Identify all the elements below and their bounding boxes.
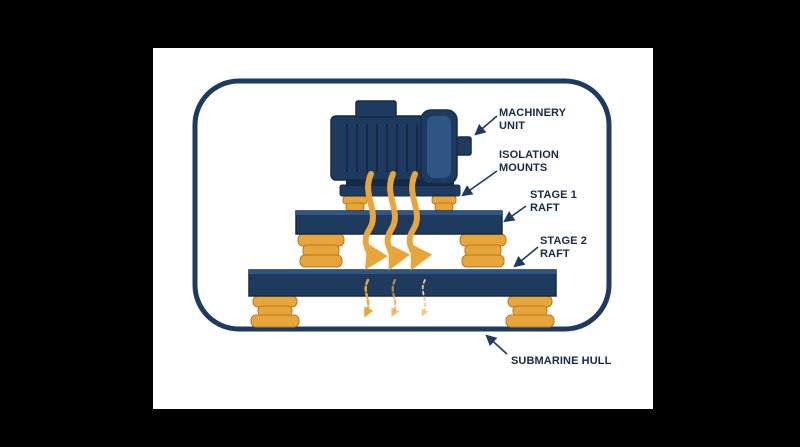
isolation-mount-left — [342, 195, 368, 212]
leader-stage2 — [513, 246, 539, 268]
vibration-arrow-3 — [406, 171, 433, 271]
label-hull-line1: SUBMARINE HULL — [511, 355, 612, 367]
label-machinery-line2: UNIT — [499, 120, 526, 132]
isolation-mount-right — [431, 195, 457, 212]
label-mounts-line2: MOUNTS — [499, 162, 548, 174]
vibration-arrow-1 — [362, 171, 388, 271]
vibration-arrows — [362, 171, 433, 271]
leader-stage1 — [503, 205, 527, 223]
stage-2-raft — [248, 269, 557, 297]
bottom-mount-left — [250, 295, 300, 328]
label-stage2-line1: STAGE 2 — [540, 235, 587, 247]
vibration-arrow-2 — [384, 171, 411, 271]
middle-mount-right — [459, 233, 507, 268]
label-stage2-line2: RAFT — [540, 248, 570, 260]
leader-mounts — [461, 170, 498, 197]
machinery-unit — [330, 100, 472, 197]
attenuated-arrow-1 — [364, 278, 374, 318]
bottom-mount-right — [505, 295, 555, 328]
label-machinery-unit: MACHINERY UNIT — [499, 107, 566, 133]
attenuated-arrow-3 — [421, 279, 429, 317]
label-stage1-line2: RAFT — [530, 202, 560, 214]
diagram-canvas: MACHINERY UNIT ISOLATION MOUNTS STAGE 1 … — [153, 48, 653, 409]
attenuated-arrows — [364, 278, 429, 318]
attenuated-arrow-2 — [391, 278, 400, 318]
middle-mount-left — [297, 233, 345, 268]
label-stage-1-raft: STAGE 1 RAFT — [530, 189, 577, 215]
leader-hull — [485, 334, 508, 355]
submarine-hull — [192, 78, 612, 332]
leader-machinery — [474, 115, 498, 136]
label-machinery-line1: MACHINERY — [499, 107, 567, 119]
label-stage1-line1: STAGE 1 — [530, 189, 577, 201]
label-stage-2-raft: STAGE 2 RAFT — [540, 235, 587, 261]
label-mounts-line1: ISOLATION — [499, 149, 559, 161]
isolation-diagram — [192, 78, 612, 355]
label-submarine-hull: SUBMARINE HULL — [511, 355, 611, 368]
label-leaders — [461, 115, 539, 355]
label-isolation-mounts: ISOLATION MOUNTS — [499, 149, 559, 175]
